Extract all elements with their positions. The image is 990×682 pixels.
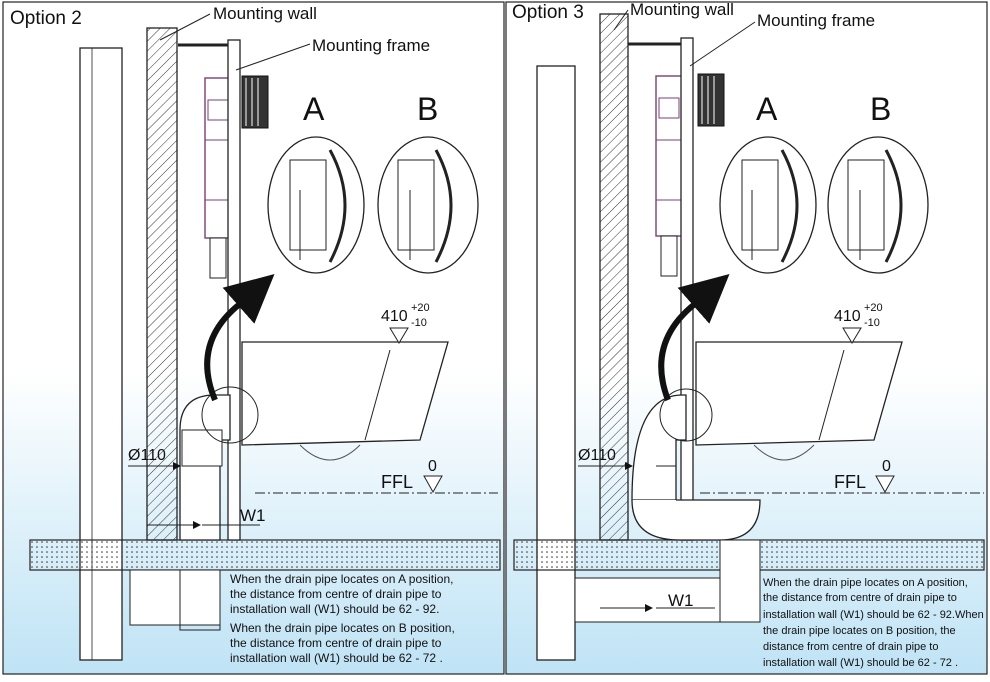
- svg-text:installation wall (W1) should: installation wall (W1) should be 62 - 72…: [230, 651, 443, 665]
- zero-label: 0: [428, 458, 437, 475]
- svg-text:the distance from centre of dr: the distance from centre of drain pipe t…: [230, 587, 442, 601]
- mounting-frame-label: Mounting frame: [757, 11, 875, 30]
- mounting-wall-label: Mounting wall: [213, 4, 317, 23]
- option-title: Option 3: [512, 2, 584, 23]
- svg-text:When the drain pipe locates on: When the drain pipe locates on B positio…: [230, 621, 455, 635]
- height-value: 410: [381, 308, 408, 325]
- svg-text:When the drain pipe locates on: When the drain pipe locates on A positio…: [230, 572, 453, 586]
- svg-text:installation wall (W1) should: installation wall (W1) should be 62 - 72…: [763, 657, 958, 669]
- floor-slab: [29, 539, 501, 571]
- mounting-wall-label: Mounting wall: [630, 0, 734, 19]
- svg-text:the distance from centre of dr: the distance from centre of drain pipe t…: [230, 636, 442, 650]
- mounting-wall: [599, 13, 629, 541]
- w1-label: W1: [668, 591, 694, 610]
- zero-label: 0: [882, 458, 891, 475]
- mounting-frame-post: [227, 39, 241, 541]
- svg-text:installation wall (W1) should: installation wall (W1) should be 62 - 92…: [763, 609, 984, 621]
- svg-text:installation wall (W1) should: installation wall (W1) should be 62 - 92…: [230, 602, 439, 616]
- ffl-marker: [423, 475, 443, 494]
- option-title: Option 2: [10, 8, 82, 29]
- tolerance-plus: +20: [864, 302, 883, 314]
- wall-hung-toilet: [695, 341, 903, 446]
- installation-note: When the drain pipe locates on A positio…: [230, 572, 455, 665]
- panel-option-3: Option 3: [505, 0, 988, 675]
- tolerance-minus: -10: [411, 317, 427, 329]
- panel-option-2: Option 2: [2, 1, 505, 675]
- drain-pipe: [129, 386, 259, 631]
- vertical-stack-pipe: [536, 65, 576, 661]
- detail-a-view: [719, 136, 817, 274]
- drain-pipe: [574, 388, 761, 623]
- svg-text:distance from centre of drain: distance from centre of drain pipe to: [763, 641, 938, 653]
- detail-a-label: A: [756, 91, 778, 127]
- detail-b-view: [377, 136, 479, 274]
- height-value: 410: [834, 308, 861, 325]
- tolerance-minus: -10: [864, 317, 880, 329]
- mounting-frame-label: Mounting frame: [312, 36, 430, 55]
- svg-text:When the drain pipe locates on: When the drain pipe locates on A positio…: [763, 577, 968, 589]
- height-marker: [842, 327, 862, 344]
- installation-note: When the drain pipe locates on A positio…: [763, 577, 984, 669]
- wall-hung-toilet: [241, 341, 449, 446]
- detail-arrow: [204, 274, 275, 402]
- detail-a-view: [267, 136, 365, 274]
- diameter-label: Ø110: [578, 447, 616, 464]
- ffl-label: FFL: [381, 472, 413, 492]
- cistern: [655, 75, 683, 277]
- svg-text:the distance from centre of dr: the distance from centre of drain pipe t…: [763, 592, 957, 604]
- mounting-frame-post: [680, 37, 694, 541]
- detail-a-label: A: [303, 91, 325, 127]
- tolerance-plus: +20: [411, 302, 430, 314]
- detail-arrow: [658, 274, 730, 402]
- svg-text:the drain pipe locates on B po: the drain pipe locates on B position, th…: [763, 625, 956, 637]
- ffl-marker: [875, 475, 895, 494]
- w1-label: W1: [240, 506, 266, 525]
- height-marker: [389, 327, 409, 344]
- detail-b-label: B: [417, 91, 438, 127]
- diameter-label: Ø110: [128, 447, 166, 464]
- ffl-label: FFL: [834, 472, 866, 492]
- detail-b-label: B: [870, 91, 891, 127]
- detail-b-view: [827, 136, 929, 274]
